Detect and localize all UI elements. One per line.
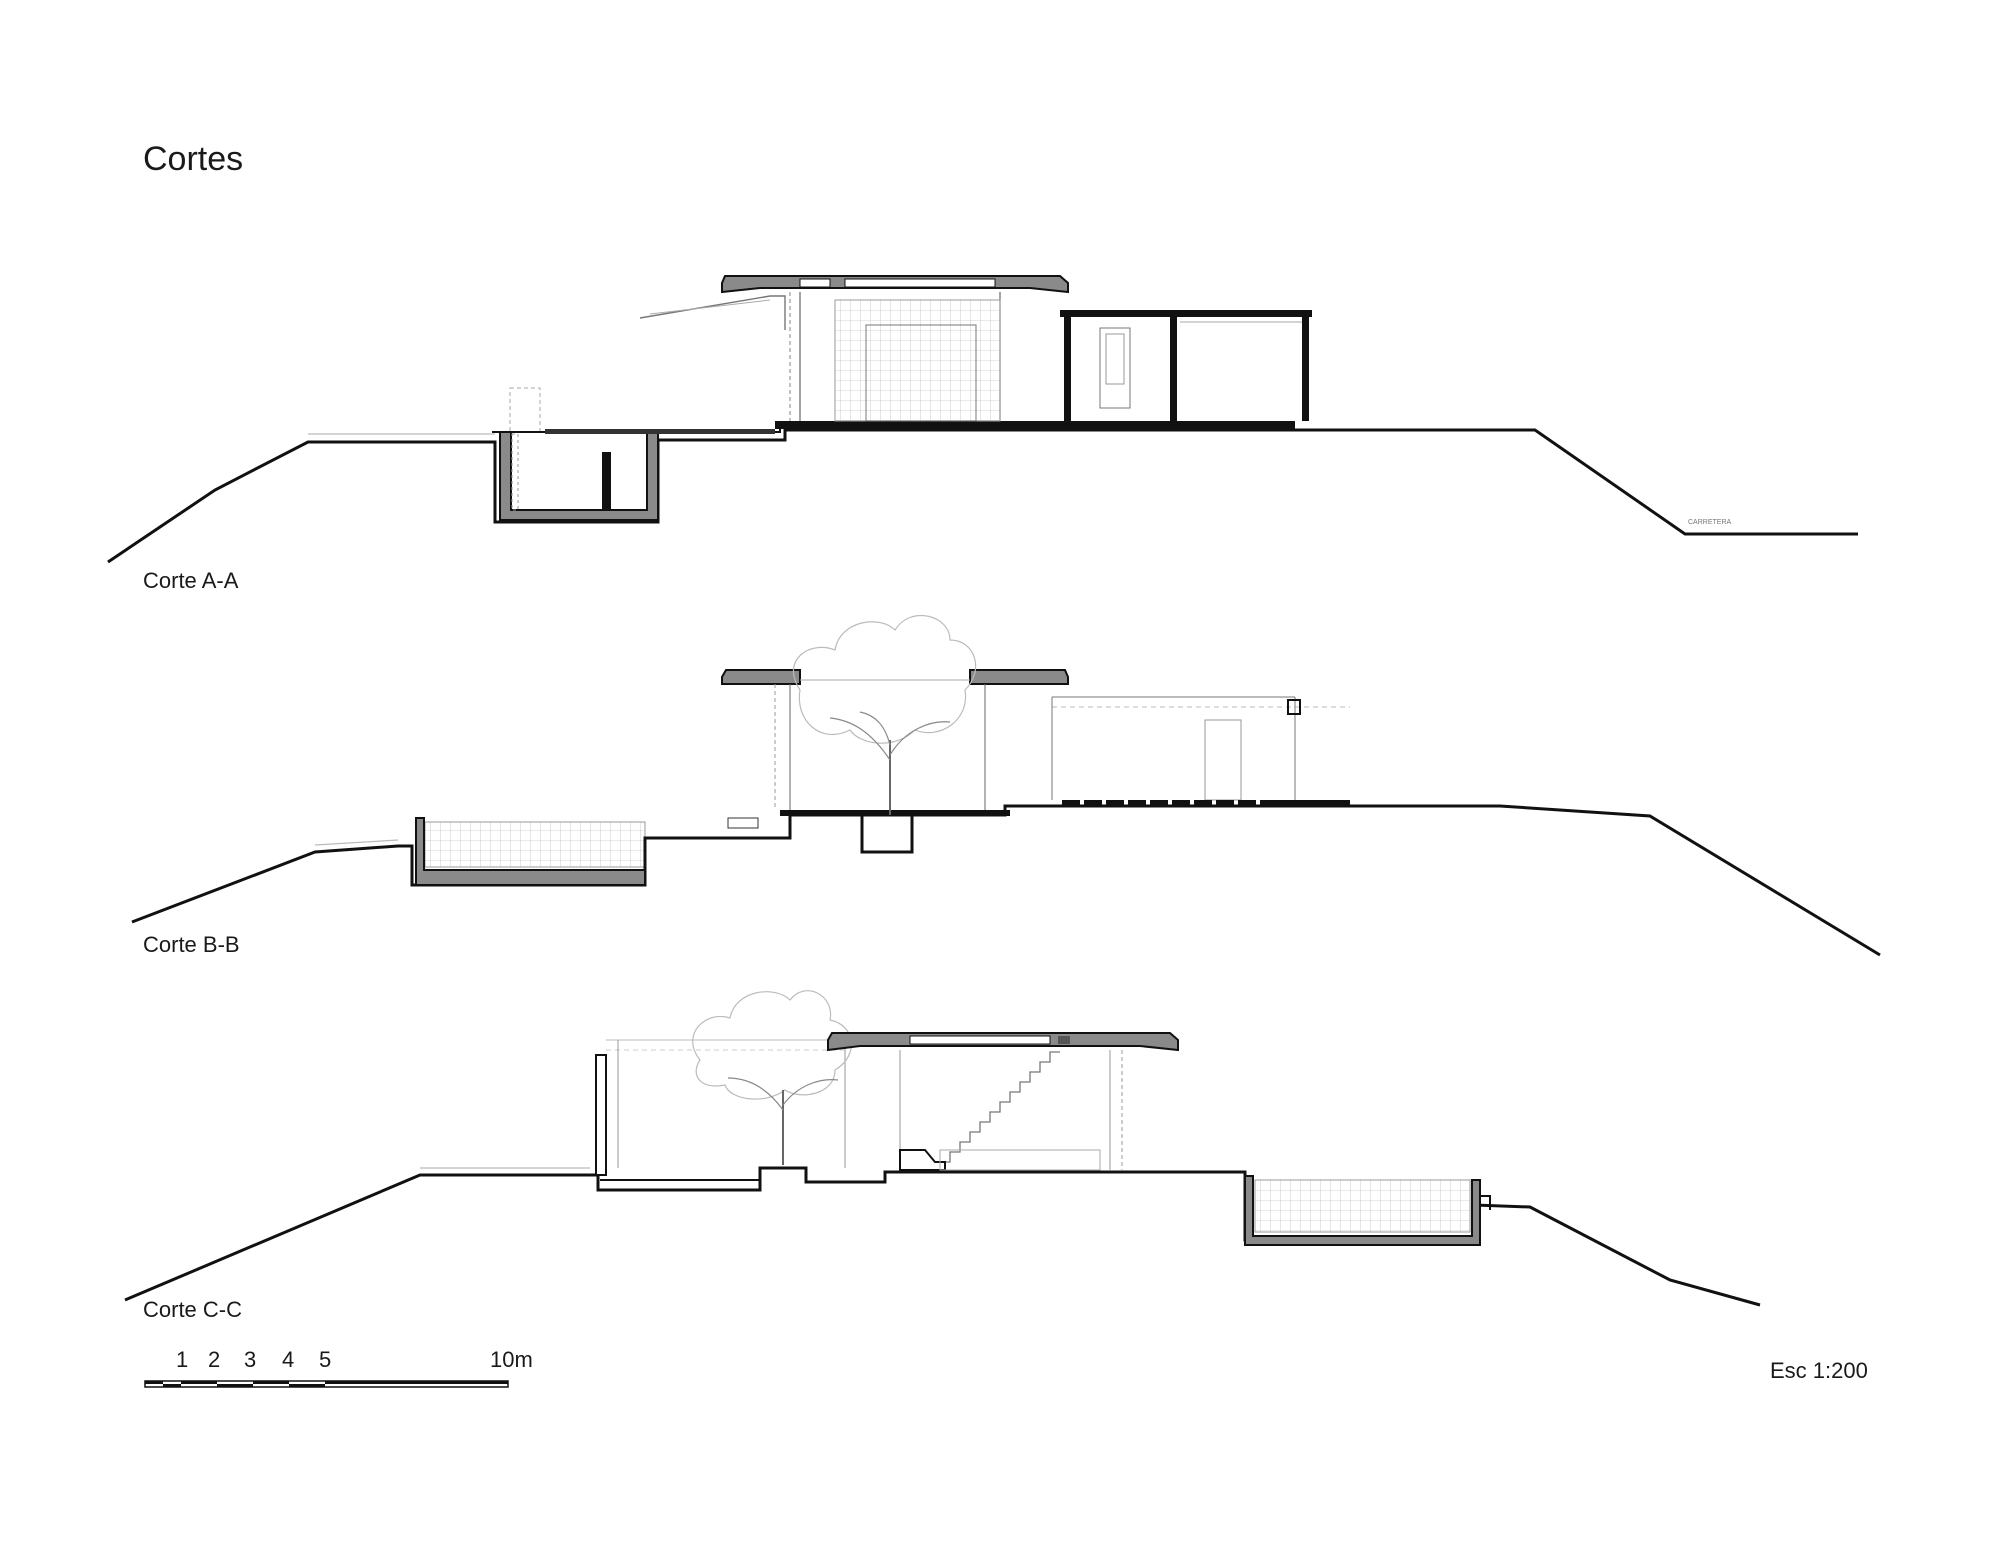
- section-b-roof-right: [969, 669, 1069, 685]
- section-c-sofa: [939, 1149, 1101, 1171]
- section-a-awning: [639, 295, 786, 330]
- section-c-stair: [940, 1051, 1060, 1163]
- section-b-pool-edge: [643, 836, 790, 870]
- section-a-basement: [499, 431, 659, 521]
- section-b-annex-lamp: [1287, 699, 1301, 715]
- section-c-stair-base: [899, 1149, 946, 1171]
- section-a-pavilion-door: [1099, 327, 1131, 409]
- section-a-floor-slab: [775, 421, 1295, 429]
- section-c-skylight-frame: [1058, 1036, 1070, 1044]
- section-a-pavilion-roof: [1060, 310, 1312, 317]
- section-label-b: Corte B-B: [143, 932, 240, 957]
- scale-tick-3: 3: [244, 1347, 257, 1372]
- section-a-road-note: CARRETERA: [1688, 519, 1732, 526]
- scale-ratio: Esc 1:200: [1770, 1358, 1868, 1383]
- section-a-louvre-panel: [834, 299, 1001, 422]
- section-b-tree: [792, 614, 977, 815]
- section-c-retaining-wall: [595, 1054, 607, 1176]
- section-label-a: Corte A-A: [143, 568, 239, 593]
- section-c-terrain: [124, 1166, 1761, 1307]
- section-a-skylight-2: [844, 278, 996, 288]
- section-c-pool-water: [1254, 1179, 1471, 1233]
- section-b-roof-left: [721, 669, 801, 685]
- section-a-basement-dash: [511, 433, 519, 511]
- scale-tick-4: 4: [282, 1347, 295, 1372]
- section-a-skylight-1: [799, 278, 831, 288]
- section-a-drawing: CARRETERA: [107, 275, 1858, 564]
- scale-tick-1: 1: [176, 1347, 189, 1372]
- section-c-skylight: [909, 1035, 1051, 1045]
- section-a-terrain: [107, 428, 1858, 564]
- section-b-drawing: [131, 614, 1881, 957]
- section-b-pool-water: [424, 821, 646, 868]
- section-a-pavilion-window: [1105, 333, 1125, 385]
- section-c-drawing: [124, 990, 1761, 1307]
- scale-tick-5: 5: [319, 1347, 332, 1372]
- section-b-floor-slab: [780, 810, 1010, 816]
- section-b-paving: [1062, 800, 1350, 805]
- scale-tick-2: 2: [208, 1347, 221, 1372]
- section-a-awning-line: [649, 299, 771, 315]
- section-a-basement-wall: [602, 452, 611, 510]
- section-b-annex-door: [1204, 719, 1242, 801]
- section-a-pavilion-wall-m: [1170, 317, 1177, 421]
- section-a-deck-slab: [545, 429, 775, 434]
- section-c-tree: [692, 990, 852, 1165]
- scale-tick-10m: 10m: [490, 1347, 533, 1372]
- section-a-pavilion-wall-r: [1302, 317, 1309, 421]
- page-title: Cortes: [143, 140, 244, 178]
- section-c-pool-coping: [1480, 1195, 1491, 1210]
- section-b-terrain-surface: [314, 839, 399, 846]
- section-b-planter: [860, 813, 914, 854]
- section-c-pool-shell: [1244, 1175, 1481, 1246]
- section-label-c: Corte C-C: [143, 1297, 243, 1322]
- section-a-chimney: [509, 387, 541, 433]
- section-b-bench: [727, 817, 759, 829]
- section-a-door: [865, 324, 977, 422]
- section-b-terrain: [131, 804, 1881, 957]
- section-a-pavilion-wall-l: [1064, 317, 1071, 421]
- scale-bar: [144, 1380, 509, 1388]
